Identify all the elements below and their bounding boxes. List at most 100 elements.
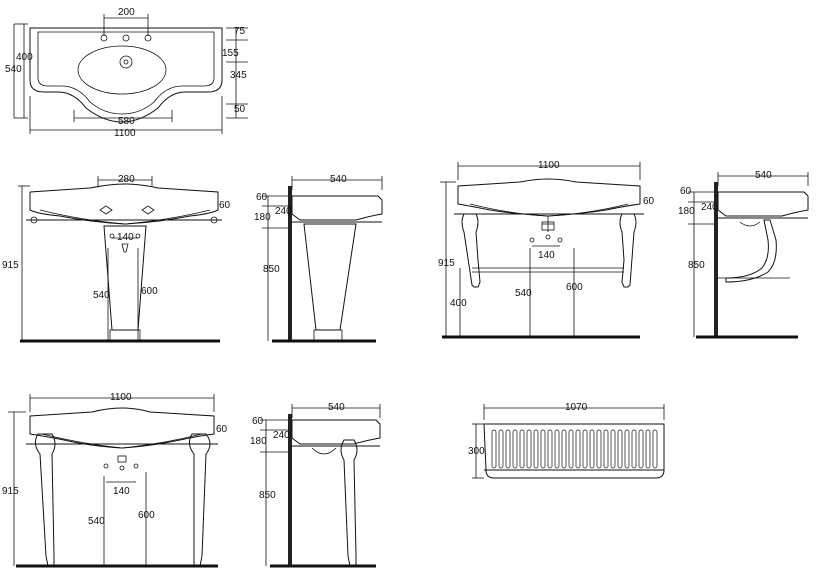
dim-180: 180 — [678, 206, 695, 217]
shelf-slat — [491, 429, 497, 469]
dim-180: 180 — [250, 436, 267, 447]
basin-side-outline — [291, 419, 381, 445]
shelf-slat — [631, 429, 637, 469]
dim-600: 600 — [141, 286, 158, 297]
dim-top-width: 280 — [118, 174, 135, 185]
wall — [714, 182, 718, 337]
shelf-slat — [624, 429, 630, 469]
tap-icons — [99, 205, 155, 215]
dim-240: 240 — [273, 430, 290, 441]
dim-140: 140 — [538, 250, 555, 261]
dim-540: 540 — [88, 516, 105, 527]
dim-60: 60 — [256, 192, 268, 203]
dim-140: 140 — [113, 486, 130, 497]
console-front-view-1: 1100 915 60 140 400 540 600 — [438, 160, 655, 339]
pedestal-base — [109, 329, 141, 342]
shelf-slat — [589, 429, 595, 469]
pedestal-side-view: 540 60 180 240 850 — [254, 174, 383, 343]
shelf-slat — [533, 429, 539, 469]
shelf-slat — [610, 429, 616, 469]
shelf-slat — [582, 429, 588, 469]
wall — [288, 414, 292, 566]
dim-140: 140 — [117, 232, 134, 243]
dim-540: 540 — [93, 290, 110, 301]
shelf-slat — [638, 429, 644, 469]
tap-holes — [100, 34, 152, 42]
dim-tap-spacing: 200 — [118, 7, 135, 18]
dim-850: 850 — [688, 260, 705, 271]
shelf-slats — [491, 429, 658, 469]
shelf-slat — [547, 429, 553, 469]
dim-depth-front: 400 — [16, 52, 33, 63]
basin-side-outline — [717, 191, 809, 217]
shelf-frame — [483, 423, 665, 479]
drain-center — [123, 59, 129, 65]
dim-600: 600 — [138, 510, 155, 521]
console-side-view-2: 540 60 180 240 850 — [250, 402, 381, 568]
shelf-slat — [512, 429, 518, 469]
dim-60: 60 — [252, 416, 264, 427]
top-plan-view: 200 1100 580 540 400 75 155 345 50 — [5, 7, 248, 139]
console-front-view-2: 1100 915 60 140 540 600 — [2, 392, 228, 568]
dim-240: 240 — [275, 206, 292, 217]
console-legs — [461, 213, 637, 288]
dim-345: 345 — [230, 70, 247, 81]
shelf-slat — [526, 429, 532, 469]
dim-60: 60 — [680, 186, 692, 197]
shelf-slat — [596, 429, 602, 469]
dim-height-915: 915 — [2, 486, 19, 497]
dim-overall-width: 1100 — [114, 128, 136, 139]
shelf-slat — [519, 429, 525, 469]
pedestal-front-view: 280 915 60 140 540 600 — [2, 174, 231, 343]
pedestal-side-column — [303, 223, 357, 331]
dim-540: 540 — [515, 288, 532, 299]
dim-bowl-width: 580 — [118, 116, 135, 127]
console-legs — [34, 433, 211, 567]
shelf-slat — [617, 429, 623, 469]
dim-width: 1100 — [538, 160, 560, 171]
shelf-view: 1070 300 — [468, 402, 665, 479]
dim-shelf-depth: 300 — [468, 446, 485, 457]
dim-155: 155 — [222, 48, 239, 59]
dim-180: 180 — [254, 212, 271, 223]
dim-depth: 540 — [328, 402, 345, 413]
dim-850: 850 — [259, 490, 276, 501]
shelf-slat — [603, 429, 609, 469]
dim-depth-total: 540 — [5, 64, 22, 75]
shelf-slat — [498, 429, 504, 469]
dim-depth: 540 — [755, 170, 772, 181]
dim-width: 1100 — [110, 392, 132, 403]
bowl-ellipse — [77, 45, 167, 95]
console-side-leg — [340, 439, 358, 567]
dim-60: 60 — [219, 200, 231, 211]
dim-240: 240 — [701, 202, 718, 213]
drain-icon — [119, 55, 133, 69]
dim-75: 75 — [234, 26, 246, 37]
basin-side-outline — [291, 195, 383, 221]
dim-60: 60 — [216, 424, 228, 435]
dim-50: 50 — [234, 104, 246, 115]
dim-height-915: 915 — [2, 260, 19, 271]
basin-front-outline — [457, 178, 641, 217]
shelf-slat — [554, 429, 560, 469]
dim-height-915: 915 — [438, 258, 455, 269]
console-side-view-1: 540 60 180 240 850 — [678, 170, 809, 339]
basin-front-outline — [29, 183, 219, 225]
basin-outline-top — [29, 27, 223, 123]
shelf-slat — [505, 429, 511, 469]
shelf-slat — [568, 429, 574, 469]
dim-850: 850 — [263, 264, 280, 275]
dim-shelf-width: 1070 — [565, 402, 588, 413]
basin-rim-top — [37, 31, 215, 115]
shelf-slat — [575, 429, 581, 469]
console-side-leg — [725, 219, 777, 283]
basin-front-outline — [29, 407, 215, 449]
shelf-slat — [561, 429, 567, 469]
dim-depth: 540 — [330, 174, 347, 185]
shelf-slat — [540, 429, 546, 469]
dim-60: 60 — [643, 196, 655, 207]
dim-600: 600 — [566, 282, 583, 293]
shelf-slat — [652, 429, 658, 469]
